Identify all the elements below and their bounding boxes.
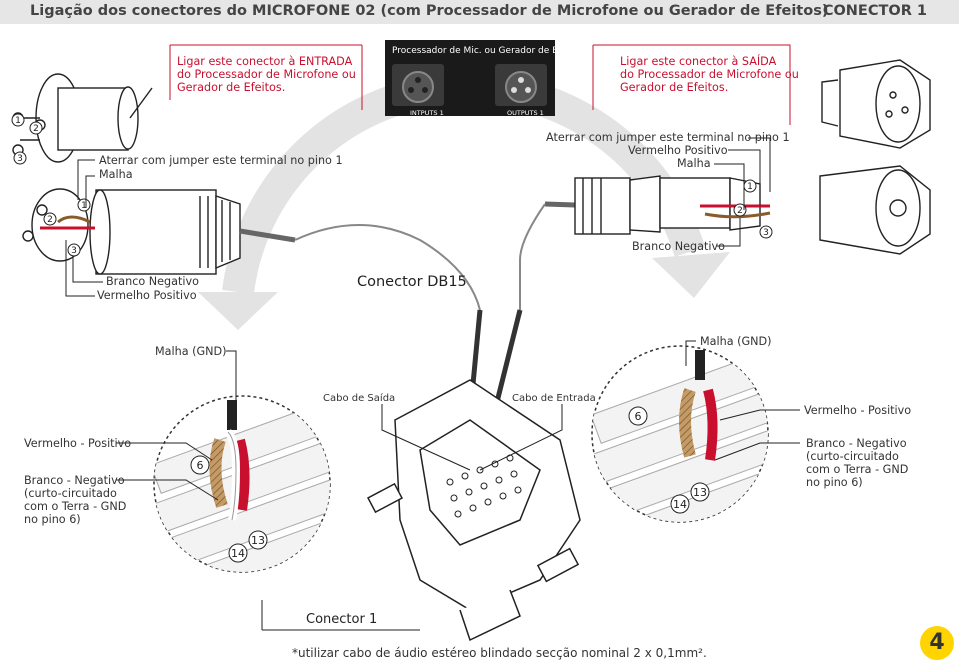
panel-outputs-label: OUTPUTS 1 <box>507 109 544 117</box>
right-branco-negativo-line-4: no pino 6) <box>806 476 863 489</box>
left-detail-leaders <box>116 350 237 501</box>
pin-2-label: 2 <box>47 215 53 225</box>
xlr-female-connector-right <box>544 165 931 255</box>
left-pin-6-label: 6 <box>197 459 204 472</box>
input-note-line-1: Ligar este conector à ENTRADA <box>177 55 353 68</box>
conector-1-label: Conector 1 <box>306 612 378 627</box>
right-malha-gnd-label: Malha (GND) <box>700 335 772 348</box>
page-title: Ligação dos conectores do MICROFONE 02 (… <box>30 3 829 19</box>
connector-1-bracket <box>261 600 420 631</box>
db15-pins <box>446 454 522 518</box>
pin-2-label-top: 2 <box>33 124 39 134</box>
right-pin-1-label: 1 <box>747 182 753 192</box>
panel-title: Processador de Mic. ou Gerador de Efeito <box>392 46 579 56</box>
left-pin-markers <box>11 113 91 257</box>
pin-1-label: 1 <box>81 201 87 211</box>
output-note-line-2: do Processador de Microfone ou <box>620 68 799 81</box>
left-malha-gnd-label: Malha (GND) <box>155 345 227 358</box>
db15-connector <box>366 379 581 642</box>
left-pin-13-label: 13 <box>251 534 265 547</box>
left-annotation-leaders <box>65 159 103 297</box>
footnote: *utilizar cabo de áudio estéreo blindado… <box>292 646 707 660</box>
pin-3-label-top: 3 <box>17 154 23 164</box>
right-pin-13-label: 13 <box>693 486 707 499</box>
output-note-line-3: Gerador de Efeitos. <box>620 81 729 94</box>
cabo-entrada-label: Cabo de Entrada <box>512 393 596 404</box>
left-detail-magnifier <box>153 395 331 573</box>
header-bar: Ligação dos conectores do MICROFONE 02 (… <box>0 0 959 24</box>
left-vermelho-label: Vermelho Positivo <box>97 289 197 302</box>
page-number-badge: 4 <box>920 626 954 660</box>
pin-3-label: 3 <box>71 246 77 256</box>
right-pin-14-label: 14 <box>673 498 687 511</box>
right-pin-2-label: 2 <box>737 206 743 216</box>
left-branco-label: Branco Negativo <box>106 275 199 288</box>
left-pin-14-label: 14 <box>231 547 245 560</box>
right-branco-negativo-line-2: (curto-circuitado <box>806 450 899 463</box>
right-detail-magnifier <box>591 345 769 523</box>
center-leaders <box>381 404 563 471</box>
right-branco-negativo-line-1: Branco - Negativo <box>806 437 907 450</box>
connector-label: CONECTOR 1 <box>822 3 927 19</box>
left-branco-negativo-line-2: (curto-circuitado <box>24 487 117 500</box>
db15-label: Conector DB15 <box>357 274 467 290</box>
right-annotation-leaders <box>714 137 771 247</box>
panel-inputs-label: INTPUTS 1 <box>410 109 444 117</box>
output-note-line-1: Ligar este conector à SAÍDA <box>620 55 777 68</box>
right-pin-3-label: 3 <box>763 228 769 238</box>
input-callout-line <box>169 44 363 110</box>
right-detail-leaders <box>685 340 800 461</box>
right-vermelho-label: Vermelho Positivo <box>628 144 728 157</box>
xlr-male-plug-top <box>12 73 153 163</box>
processor-panel <box>385 40 555 116</box>
right-branco-label: Branco Negativo <box>632 240 725 253</box>
right-branco-negativo-line-3: com o Terra - GND <box>806 463 909 476</box>
right-pin-markers <box>733 179 773 239</box>
output-callout-line <box>592 44 791 125</box>
cabo-saida-label: Cabo de Saída <box>323 393 396 404</box>
left-branco-negativo-line-4: no pino 6) <box>24 513 81 526</box>
right-pin-6-label: 6 <box>635 410 642 423</box>
input-note-line-3: Gerador de Efeitos. <box>177 81 286 94</box>
xlr-female-plug-top <box>821 59 931 149</box>
right-malha-label: Malha <box>677 157 711 170</box>
left-jumper-label: Aterrar com jumper este terminal no pino… <box>99 154 343 167</box>
input-note-line-2: do Processador de Microfone ou <box>177 68 356 81</box>
right-vermelho-positivo-label: Vermelho - Positivo <box>804 404 912 417</box>
left-vermelho-positivo-label: Vermelho - Positivo <box>24 437 132 450</box>
left-branco-negativo-line-3: com o Terra - GND <box>24 500 127 513</box>
left-malha-label: Malha <box>99 168 133 181</box>
right-jumper-label: Aterrar com jumper este terminal no pino… <box>546 131 790 144</box>
pin-1-label-top: 1 <box>15 116 21 126</box>
left-branco-negativo-line-1: Branco - Negativo <box>24 474 125 487</box>
xlr-male-connector-left <box>22 188 296 275</box>
